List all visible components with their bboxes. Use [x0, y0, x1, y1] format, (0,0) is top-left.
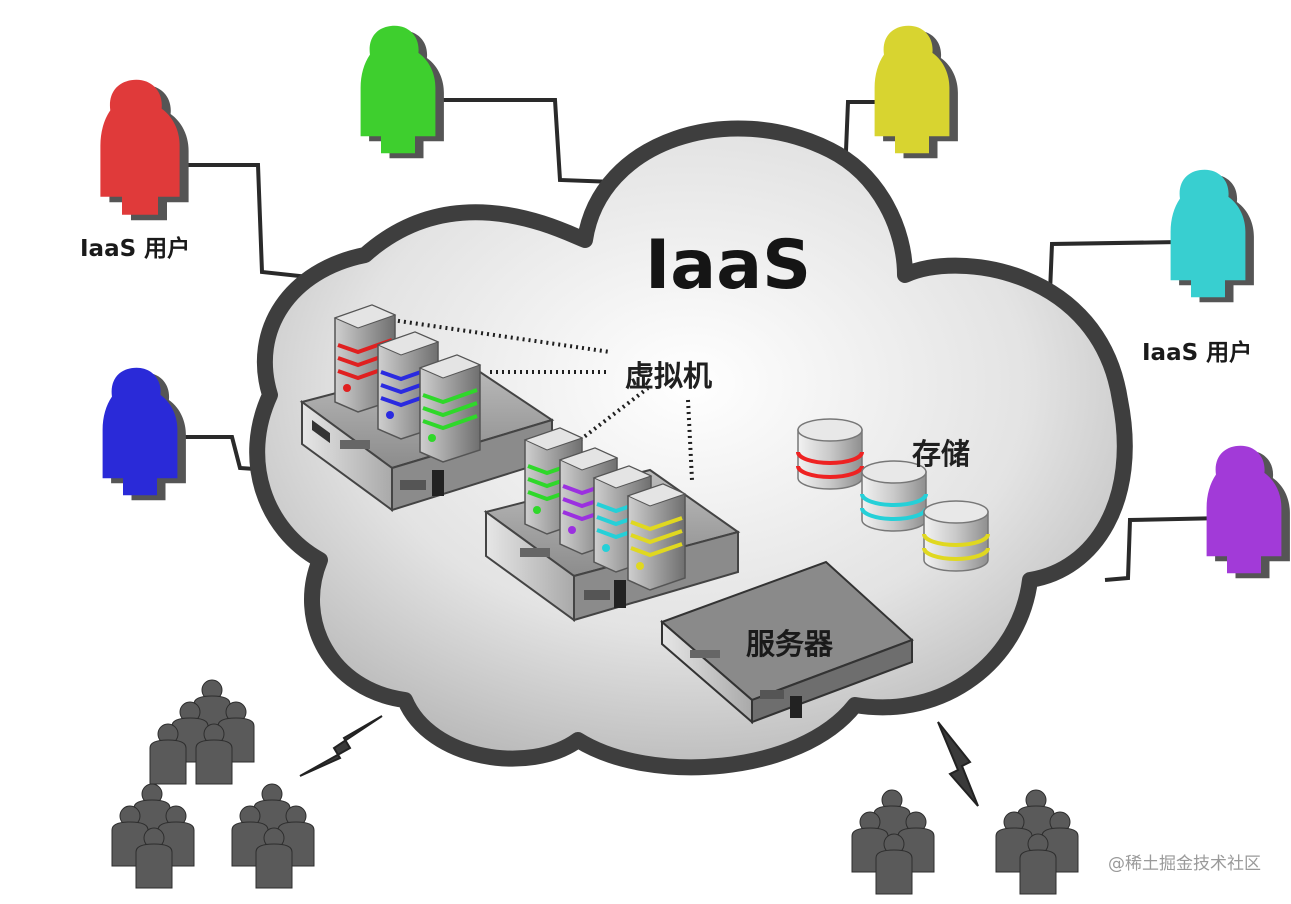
user-green-icon — [360, 25, 444, 159]
storage-cylinder-red — [796, 418, 864, 490]
cloud-title: IaaS — [645, 226, 811, 305]
vm-tower-green — [418, 354, 482, 463]
user-yellow-icon — [874, 25, 958, 159]
crowd-right-right-icon — [995, 789, 1079, 895]
storage-label: 存储 — [912, 437, 970, 471]
vm-label: 虚拟机 — [625, 359, 712, 393]
server-box — [660, 560, 914, 725]
user-label-left: IaaS 用户 — [80, 235, 190, 262]
crowd-left-bottom-right-icon — [231, 783, 315, 889]
user-label-right: IaaS 用户 — [1142, 339, 1252, 366]
crowd-left-top-icon — [149, 679, 255, 785]
storage-cylinder-yellow — [922, 500, 990, 572]
wireless-link-left-icon — [299, 715, 383, 777]
user-cyan-icon — [1170, 169, 1254, 303]
user-purple-icon — [1206, 445, 1290, 579]
wireless-link-right-icon — [937, 721, 979, 807]
vm-tower-yellow — [626, 483, 687, 591]
user-red-icon — [100, 79, 189, 221]
vm-dotted-pointers — [391, 318, 694, 481]
watermark: @稀土掘金技术社区 — [1104, 847, 1265, 876]
storage-cylinder-cyan — [860, 460, 928, 532]
user-blue-icon — [102, 367, 186, 501]
server-label: 服务器 — [746, 627, 834, 661]
crowd-right-left-icon — [851, 789, 935, 895]
crowd-left-bottom-left-icon — [111, 783, 195, 889]
